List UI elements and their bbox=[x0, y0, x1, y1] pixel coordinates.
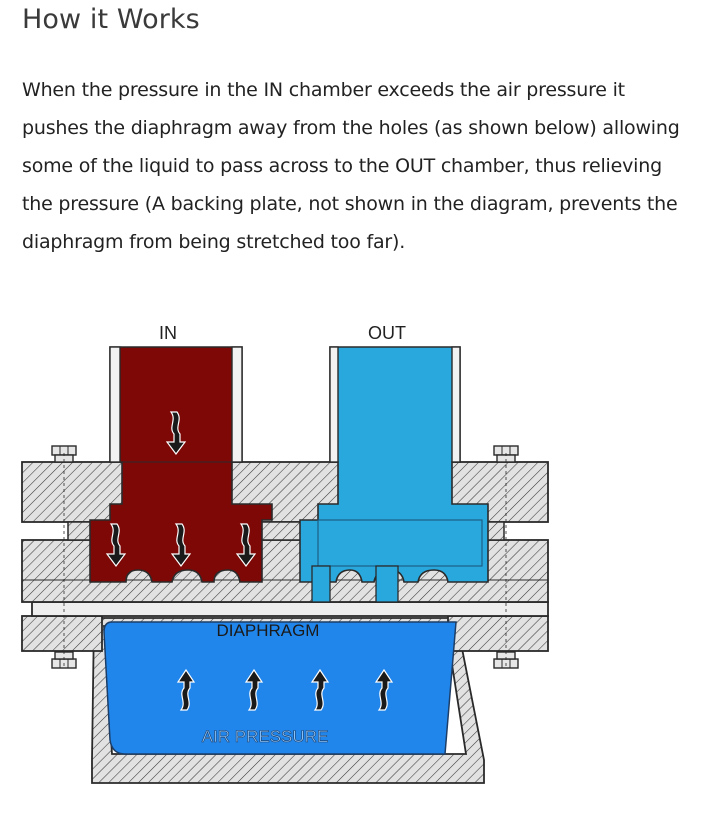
out-chamber bbox=[299, 346, 489, 603]
in-chamber bbox=[89, 346, 273, 583]
diaphragm-valve-diagram: IN OUT DIAPHRAGM AIR PRESSURE bbox=[21, 323, 549, 784]
page-title: How it Works bbox=[22, 4, 200, 35]
explanation-paragraph: When the pressure in the IN chamber exce… bbox=[22, 79, 680, 253]
out-label: OUT bbox=[368, 323, 406, 343]
air-chamber bbox=[103, 621, 457, 755]
diaphragm bbox=[31, 601, 549, 617]
in-label: IN bbox=[159, 323, 177, 343]
diaphragm-label: DIAPHRAGM bbox=[217, 621, 320, 640]
air-pressure-label: AIR PRESSURE bbox=[202, 727, 329, 746]
